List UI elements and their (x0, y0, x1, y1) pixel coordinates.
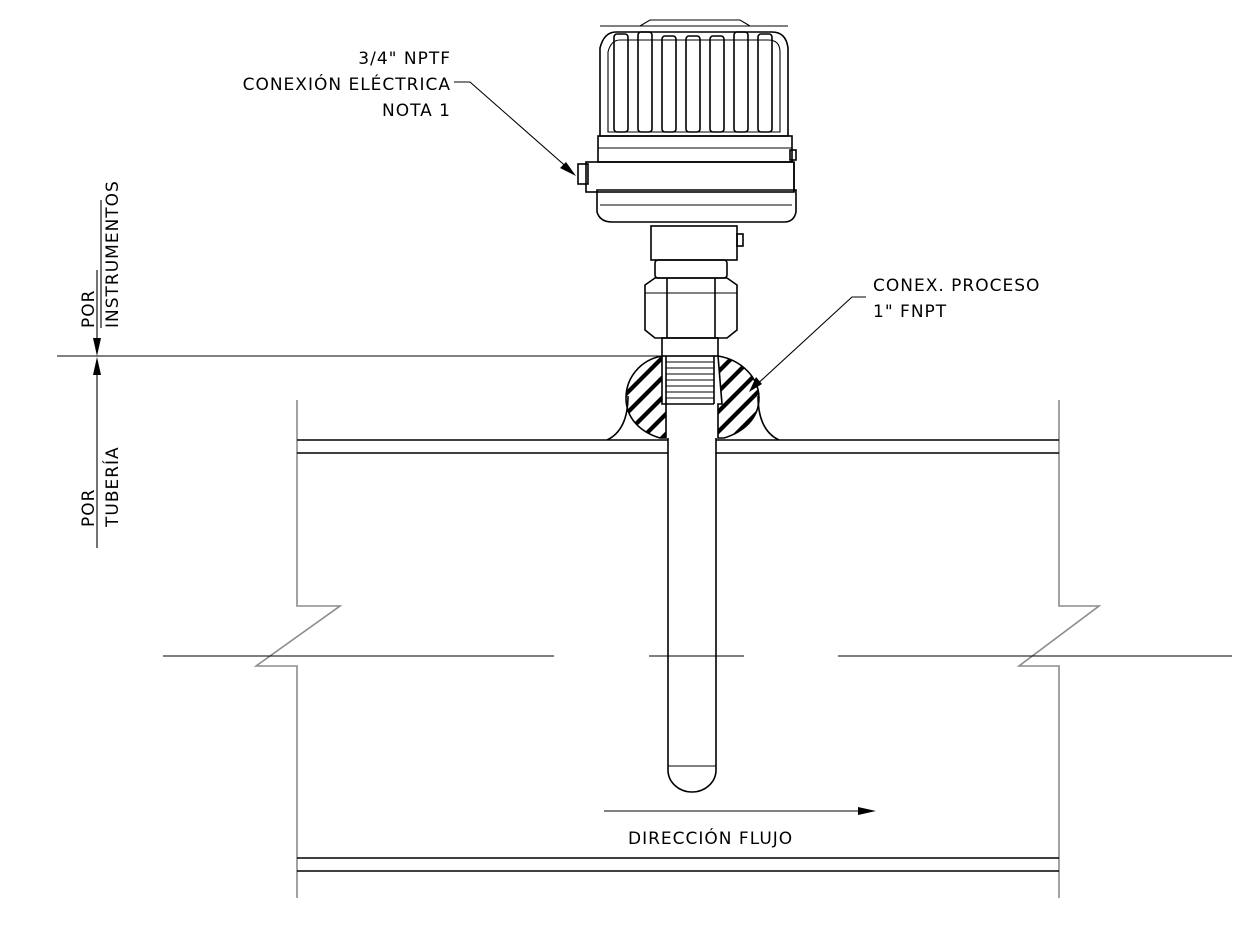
electrical-leader (454, 81, 576, 176)
pipe-top-wall (297, 439, 1059, 454)
housing-cap (599, 19, 789, 137)
scope-top-label-2: INSTRUMENTOS (103, 180, 123, 328)
pipe-bottom-wall (297, 857, 1059, 872)
probe-rod (667, 438, 717, 793)
scope-boundary (57, 270, 661, 548)
weld-boss (606, 355, 780, 441)
process-leader (749, 296, 866, 392)
flow-direction-label: DIRECCIÓN FLUJO (628, 827, 793, 849)
scope-bottom-label-1: POR (79, 489, 99, 527)
flow-arrow (604, 807, 876, 815)
process-conn-label: CONEX. PROCESO (873, 276, 1040, 296)
electrical-conn-label: CONEXIÓN ELÉCTRICA (243, 73, 451, 95)
electrical-size-label: 3/4" NPTF (358, 49, 451, 69)
process-size-label: 1" FNPT (873, 302, 947, 322)
electrical-note-label: NOTA 1 (382, 101, 451, 121)
scope-top-label-1: POR (79, 290, 99, 328)
scope-bottom-label-2: TUBERÍA (101, 446, 123, 528)
threaded-nipple (661, 337, 719, 405)
pipe-outline (253, 400, 1102, 898)
hex-fitting (644, 259, 738, 339)
housing-neck (650, 225, 744, 261)
housing (577, 135, 797, 223)
